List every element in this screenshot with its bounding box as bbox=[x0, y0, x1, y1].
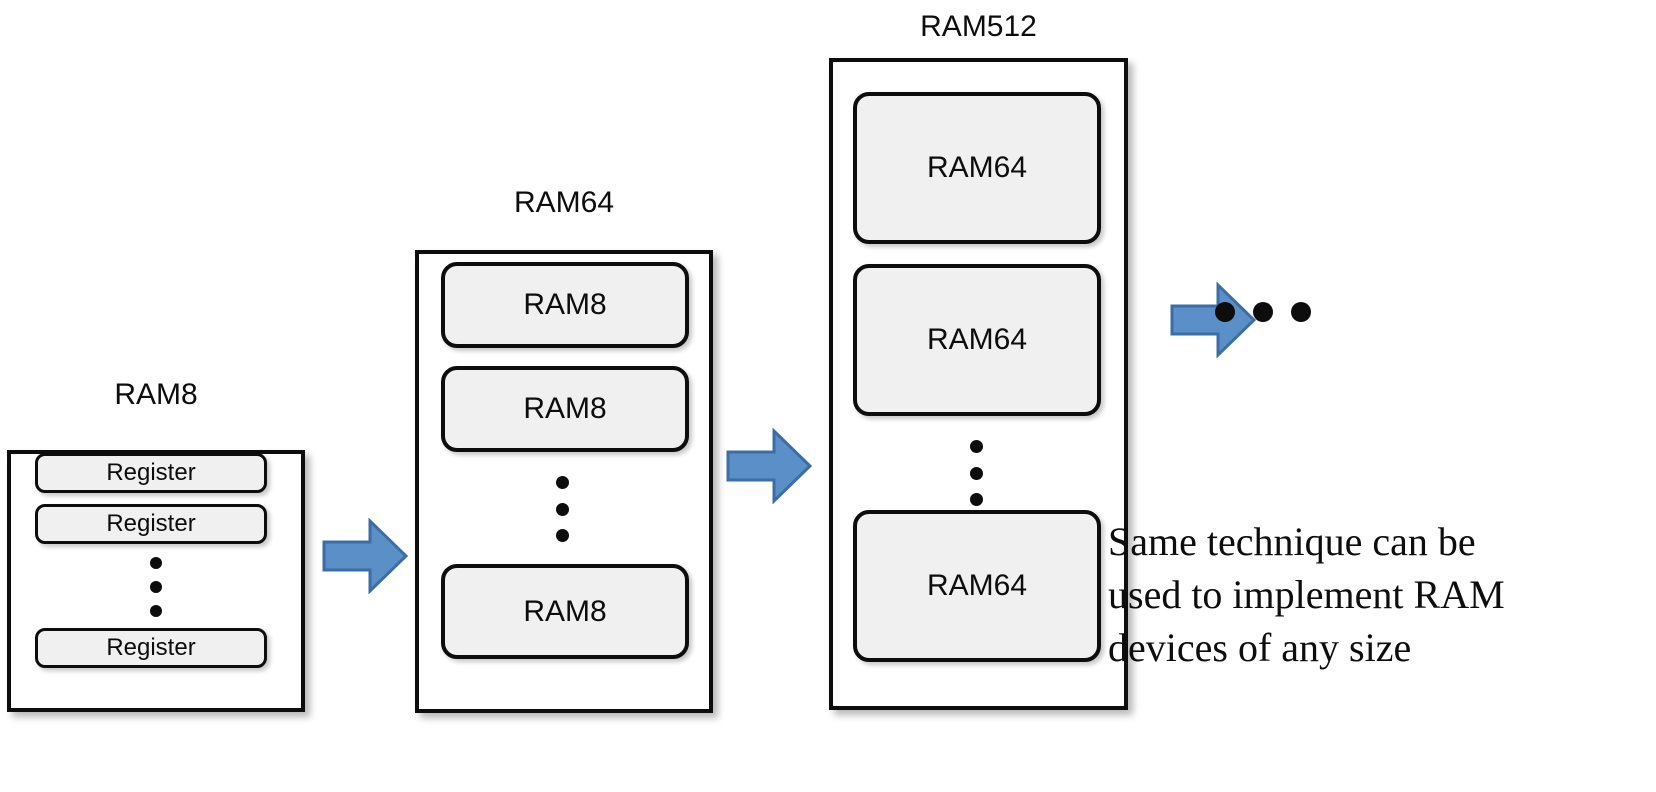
caption-line-2: devices of any size bbox=[1108, 624, 1412, 670]
ram64-cell-1-label: RAM8 bbox=[523, 392, 607, 425]
ram64-vertical-ellipsis-icon bbox=[554, 476, 570, 542]
ram8-vertical-ellipsis-icon bbox=[149, 557, 163, 617]
ram512-cell-2-label: RAM64 bbox=[926, 569, 1028, 602]
ram8-cell-0[interactable]: Register bbox=[35, 453, 267, 493]
arrow-ram64-to-ram512-icon bbox=[726, 428, 812, 504]
ram8-cell-2-label: Register bbox=[106, 634, 196, 661]
ram512-cell-0[interactable]: RAM64 bbox=[853, 92, 1101, 244]
ram512-cell-2[interactable]: RAM64 bbox=[853, 510, 1101, 662]
caption-line-1: used to implement RAM bbox=[1108, 571, 1505, 617]
ram64-cell-0-label: RAM8 bbox=[523, 288, 607, 321]
ram8-cell-2[interactable]: Register bbox=[35, 628, 267, 668]
ram512-cell-1[interactable]: RAM64 bbox=[853, 264, 1101, 416]
ram64-cell-2-label: RAM8 bbox=[523, 594, 607, 628]
ram64-chip[interactable]: RAM8 RAM8 RAM8 bbox=[415, 250, 713, 713]
ram64-cell-1[interactable]: RAM8 bbox=[441, 366, 689, 452]
ram8-title: RAM8 bbox=[114, 378, 198, 411]
arrow-ram512-to-more-icon bbox=[1170, 282, 1256, 358]
ram512-cell-0-label: RAM64 bbox=[926, 151, 1028, 184]
ram512-chip[interactable]: RAM64 RAM64 RAM64 bbox=[829, 58, 1128, 710]
ram512-cell-1-label: RAM64 bbox=[926, 323, 1028, 356]
ram512-vertical-ellipsis-icon bbox=[968, 440, 984, 506]
ram64-cell-2[interactable]: RAM8 bbox=[441, 564, 689, 659]
trailing-horizontal-ellipsis-icon bbox=[1215, 300, 1311, 324]
ram512-title: RAM512 bbox=[920, 10, 1037, 43]
ram64-title: RAM64 bbox=[513, 186, 615, 219]
ram8-cell-0-label: Register bbox=[106, 459, 196, 486]
arrow-ram8-to-ram64-icon bbox=[322, 518, 408, 594]
ram8-cell-1[interactable]: Register bbox=[35, 504, 267, 544]
caption-text: Same technique can be used to implement … bbox=[1108, 516, 1656, 674]
ram8-chip[interactable]: Register Register Register bbox=[7, 450, 305, 712]
caption-line-0: Same technique can be bbox=[1108, 519, 1476, 564]
ram8-cell-1-label: Register bbox=[106, 510, 196, 537]
ram64-cell-0[interactable]: RAM8 bbox=[441, 262, 689, 348]
